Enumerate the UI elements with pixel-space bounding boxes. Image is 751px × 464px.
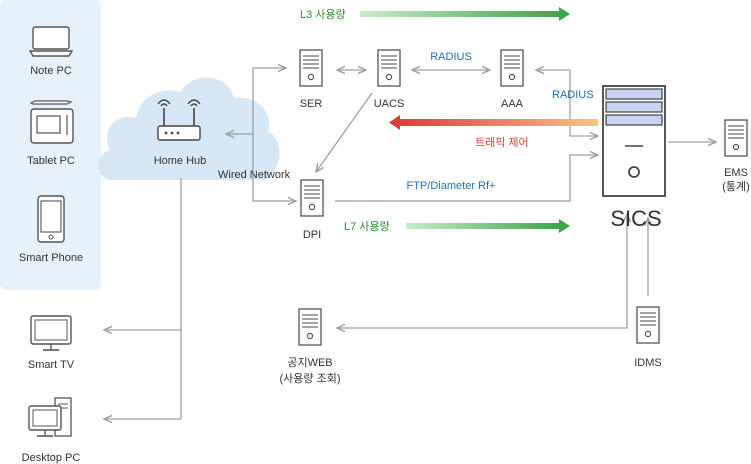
sics-label: SICS	[610, 206, 661, 231]
l7-usage-label: L7 사용량	[344, 220, 390, 233]
aaa-server-icon	[500, 49, 524, 87]
laptop-icon	[28, 26, 74, 57]
tablet-pc-label: Tablet PC	[27, 155, 75, 167]
l3-usage-arrow	[360, 7, 570, 21]
radius-top-label: RADIUS	[430, 51, 472, 63]
smart-tv-label: Smart TV	[28, 359, 75, 371]
device-panel	[0, 0, 101, 290]
idms-label: IDMS	[634, 357, 662, 369]
radius-right-label: RADIUS	[552, 89, 594, 101]
ftp-diameter-label: FTP/Diameter Rf+	[407, 180, 496, 192]
router-icon	[157, 99, 201, 141]
dpi-server-icon	[300, 179, 324, 217]
uacs-label: UACS	[374, 98, 405, 110]
ems-sub-label: (통계)	[722, 180, 750, 193]
web-label: 공지WEB	[287, 356, 332, 369]
web-sub-label: (사용량 조회)	[280, 372, 341, 385]
connection-lines	[104, 68, 716, 419]
tablet-icon	[29, 100, 74, 144]
idms-server-icon	[636, 306, 660, 344]
dpi-label: DPI	[303, 229, 321, 241]
web-server-icon	[298, 308, 322, 346]
l3-usage-label: L3 사용량	[300, 8, 346, 21]
ser-server-icon	[299, 49, 323, 87]
wired-network-label: Wired Network	[218, 169, 291, 181]
ser-label: SER	[300, 98, 323, 110]
note-pc-label: Note PC	[30, 65, 72, 77]
tv-icon	[30, 315, 72, 351]
sics-server-icon	[602, 85, 666, 197]
smartphone-icon	[37, 195, 65, 243]
uacs-server-icon	[377, 49, 401, 87]
ems-label: EMS	[724, 167, 748, 179]
aaa-label: AAA	[501, 98, 524, 110]
ems-server-icon	[724, 119, 748, 157]
home-hub-label: Home Hub	[154, 155, 207, 167]
desktop-pc-label: Desktop PC	[22, 452, 81, 464]
traffic-control-label: 트래픽 제어	[475, 136, 529, 149]
desktop-icon	[28, 397, 72, 437]
smart-phone-label: Smart Phone	[19, 252, 83, 264]
l7-usage-arrow	[406, 219, 570, 233]
traffic-control-arrow	[389, 115, 598, 130]
